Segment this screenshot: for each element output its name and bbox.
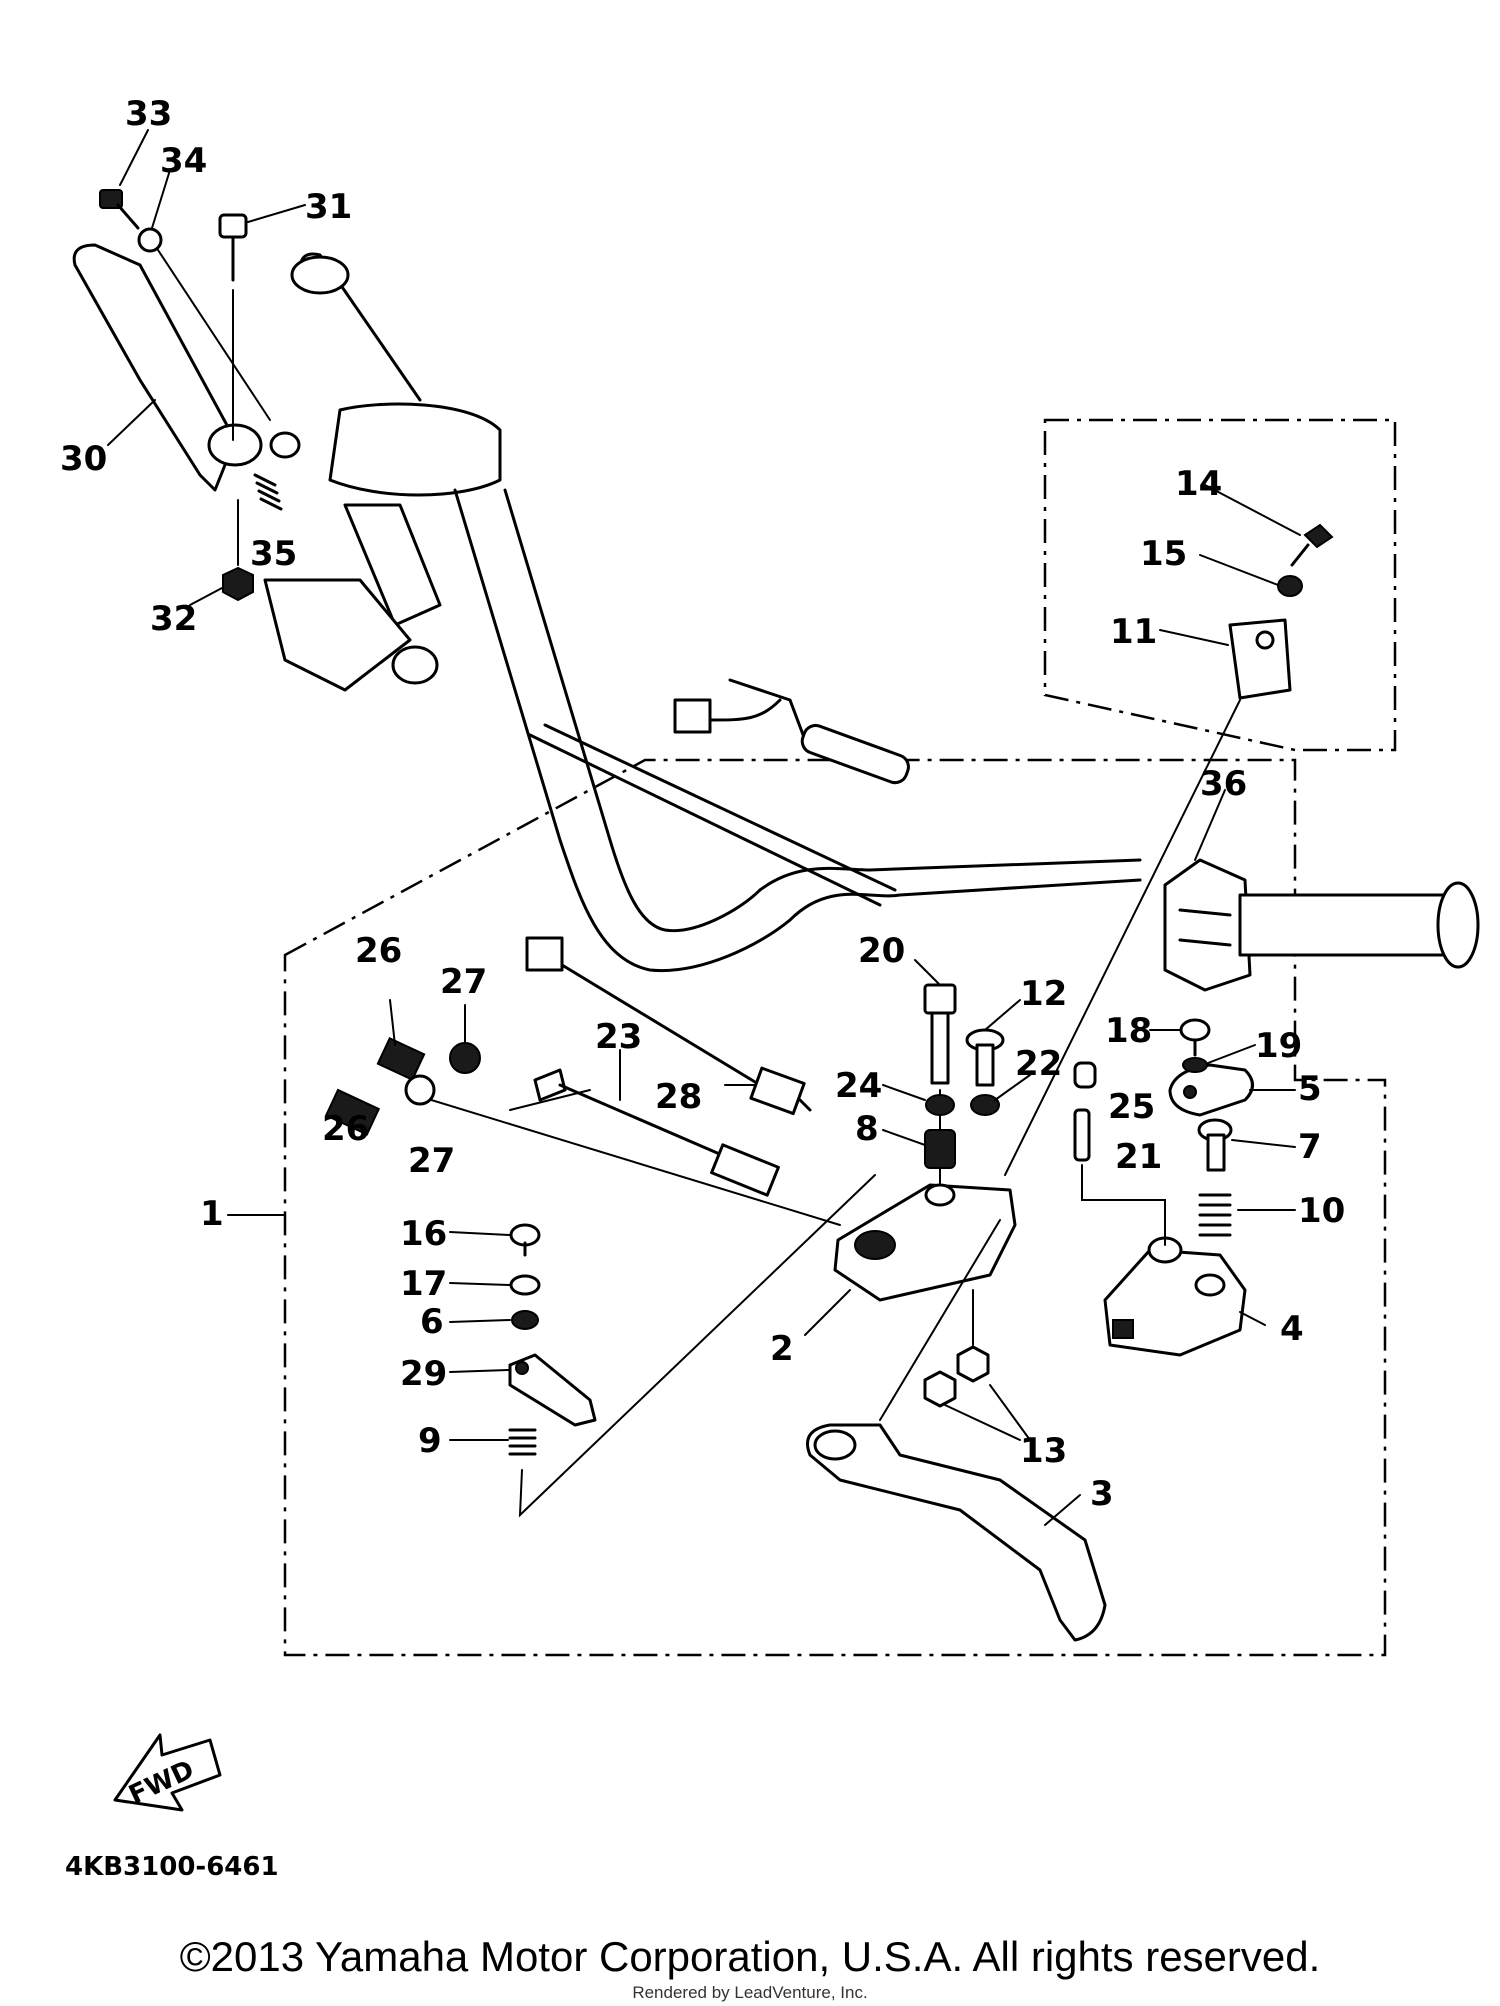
callout-21: 21 bbox=[1115, 1137, 1162, 1177]
callout-9: 9 bbox=[418, 1421, 442, 1461]
callout-29: 29 bbox=[400, 1354, 447, 1394]
callout-27-a: 27 bbox=[440, 962, 487, 1002]
spring-9 bbox=[508, 1174, 876, 1518]
clamp-11 bbox=[1004, 618, 1292, 1176]
diagram-code: 4KB3100-6461 bbox=[65, 1852, 279, 1882]
leader-lines bbox=[107, 129, 1301, 1526]
callout-32: 32 bbox=[150, 599, 197, 639]
callout-12: 12 bbox=[1020, 974, 1067, 1014]
cap-5 bbox=[1168, 1063, 1254, 1117]
callout-26-b: 26 bbox=[322, 1109, 369, 1149]
cable-23 bbox=[414, 1068, 841, 1226]
washer-19 bbox=[1182, 1057, 1208, 1073]
wire-connector-top bbox=[673, 678, 910, 785]
callout-26-a: 26 bbox=[355, 931, 402, 971]
spring-10 bbox=[1198, 1193, 1232, 1237]
handlebar bbox=[290, 252, 1142, 973]
rendered-by-credit: Rendered by LeadVenture, Inc. bbox=[632, 1983, 868, 2002]
callout-15: 15 bbox=[1140, 534, 1187, 574]
callout-17: 17 bbox=[400, 1264, 447, 1304]
callout-33: 33 bbox=[125, 94, 172, 134]
callout-11: 11 bbox=[1110, 612, 1157, 652]
master-cylinder-4 bbox=[1103, 1236, 1247, 1357]
callout-31: 31 bbox=[305, 187, 352, 227]
callout-25: 25 bbox=[1108, 1087, 1155, 1127]
callout-10: 10 bbox=[1298, 1191, 1345, 1231]
nut-13-b bbox=[923, 1370, 957, 1408]
assembly-1-boundary bbox=[283, 758, 1387, 1657]
callout-27-b: 27 bbox=[408, 1141, 455, 1181]
callout-36: 36 bbox=[1200, 764, 1247, 804]
washer-34 bbox=[137, 227, 271, 421]
collar-8 bbox=[924, 1129, 956, 1169]
pin-21 bbox=[1073, 1108, 1166, 1246]
callout-19: 19 bbox=[1255, 1026, 1302, 1066]
left-switch-housing bbox=[263, 503, 442, 692]
callout-23: 23 bbox=[595, 1017, 642, 1057]
screw-14 bbox=[1290, 523, 1334, 567]
callout-13: 13 bbox=[1020, 1431, 1067, 1471]
callout-7: 7 bbox=[1298, 1127, 1322, 1167]
washer-24 bbox=[925, 1094, 955, 1116]
washer-15 bbox=[1277, 575, 1303, 597]
callout-35: 35 bbox=[250, 534, 297, 574]
adjuster-26-b bbox=[324, 1088, 381, 1136]
callout-6: 6 bbox=[420, 1302, 444, 1342]
callout-3: 3 bbox=[1090, 1474, 1114, 1514]
copyright-notice: ©2013 Yamaha Motor Corporation, U.S.A. A… bbox=[179, 1933, 1321, 1980]
callout-5: 5 bbox=[1298, 1069, 1322, 1109]
callout-20: 20 bbox=[858, 931, 905, 971]
bolt-12 bbox=[965, 1028, 1005, 1087]
callout-2: 2 bbox=[770, 1329, 794, 1369]
callout-24: 24 bbox=[835, 1066, 882, 1106]
lever-bracket-2 bbox=[833, 1183, 1017, 1302]
washer-17 bbox=[509, 1274, 541, 1296]
callout-1: 1 bbox=[200, 1194, 224, 1234]
nut-13-a bbox=[956, 1289, 990, 1383]
piston-7 bbox=[1197, 1118, 1233, 1172]
callout-16: 16 bbox=[400, 1214, 447, 1254]
callout-4: 4 bbox=[1280, 1309, 1304, 1349]
right-grip bbox=[1238, 881, 1480, 969]
callout-22: 22 bbox=[1015, 1044, 1062, 1084]
washer-6 bbox=[511, 1310, 539, 1330]
screw-16 bbox=[509, 1223, 541, 1257]
adjuster-26-a bbox=[376, 1036, 426, 1082]
callout-34: 34 bbox=[160, 141, 207, 181]
bolt-20 bbox=[923, 983, 957, 1196]
clutch-lever-30 bbox=[72, 243, 301, 492]
brake-lever-3 bbox=[806, 1219, 1107, 1642]
forward-arrow-icon: FWD bbox=[113, 1733, 222, 1812]
screw-18 bbox=[1179, 1018, 1211, 1057]
cable-28 bbox=[525, 936, 812, 1116]
locknut-27-b bbox=[404, 1074, 436, 1106]
plate-29 bbox=[508, 1353, 597, 1427]
switch-36 bbox=[1163, 858, 1252, 992]
callout-28: 28 bbox=[655, 1077, 702, 1117]
bolt-31 bbox=[218, 213, 248, 441]
bolt-33 bbox=[99, 189, 140, 230]
spring-35 bbox=[253, 473, 283, 511]
callout-14: 14 bbox=[1175, 464, 1222, 504]
callout-18: 18 bbox=[1105, 1011, 1152, 1051]
washer-22 bbox=[970, 1094, 1000, 1116]
callout-30: 30 bbox=[60, 439, 107, 479]
nut-32 bbox=[222, 499, 254, 602]
callout-8: 8 bbox=[855, 1109, 879, 1149]
locknut-27-a bbox=[449, 1042, 481, 1074]
callout-labels: 1 2 3 4 5 6 7 8 9 10 11 12 13 14 15 16 1… bbox=[60, 94, 1345, 1514]
plug-25 bbox=[1073, 1061, 1097, 1089]
